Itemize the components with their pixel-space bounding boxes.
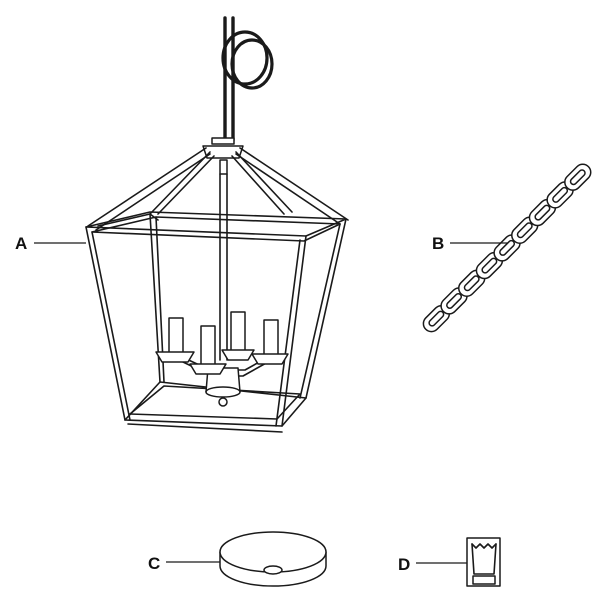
part-label-d: D	[398, 555, 410, 574]
part-label-b: B	[432, 234, 444, 253]
ceiling-canopy-icon	[219, 531, 327, 587]
lantern-upper-ring	[85, 211, 347, 242]
part-label-c: C	[148, 554, 160, 573]
candle-cluster	[155, 311, 289, 407]
lantern-pendant-light-icon	[85, 16, 349, 433]
lantern-roof-frame	[87, 147, 349, 231]
center-rod	[219, 173, 228, 361]
candle-icon	[189, 325, 227, 375]
chain-icon	[422, 163, 592, 333]
lantern-top-cap	[202, 137, 244, 175]
part-label-a: A	[15, 234, 27, 253]
power-cord-icon	[221, 16, 274, 142]
lantern-bottom-ring	[124, 381, 307, 433]
candle-icon	[251, 319, 289, 365]
candle-icon	[221, 311, 255, 361]
candle-icon	[155, 317, 195, 363]
mounting-bracket-icon	[466, 537, 501, 587]
